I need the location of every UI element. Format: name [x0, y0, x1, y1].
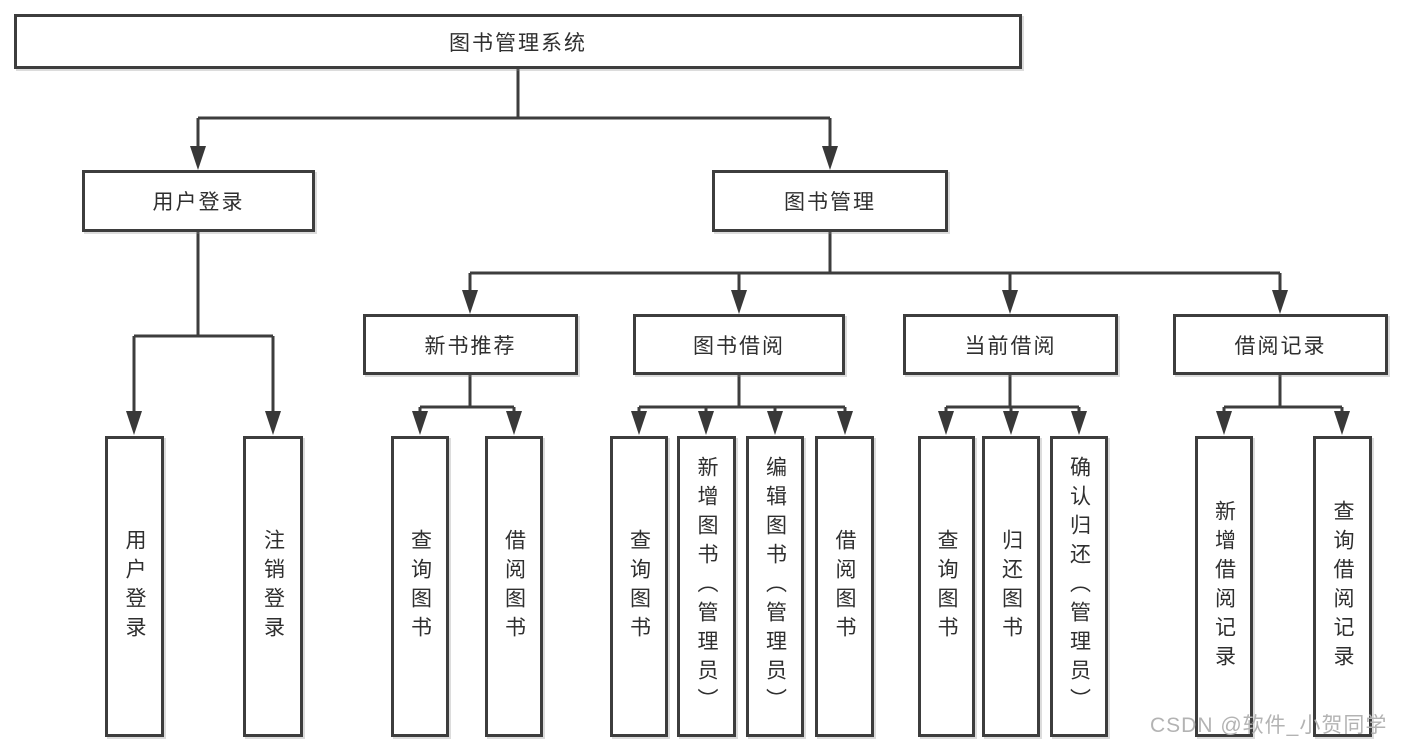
leaf-borrow-books: 借阅图书	[815, 436, 874, 737]
leaf-borrow-books-recommend: 借阅图书	[485, 436, 543, 737]
node-label: 查询图书	[627, 528, 651, 645]
node-label: 注销登录	[261, 528, 285, 645]
node-label: 查询图书	[408, 528, 432, 645]
leaf-add-book-admin: 新增图书（管理员）	[677, 436, 736, 737]
leaf-user-login: 用户登录	[105, 436, 164, 737]
node-label: 借阅图书	[833, 528, 856, 645]
leaf-logout: 注销登录	[243, 436, 303, 737]
leaf-edit-book-admin: 编辑图书（管理员）	[746, 436, 804, 737]
node-label: 借阅记录	[1234, 334, 1327, 358]
node-label: 当前借阅	[964, 334, 1057, 358]
node-label: 图书借阅	[693, 334, 785, 358]
node-current-borrowing: 当前借阅	[903, 314, 1118, 375]
node-label: 新增借阅记录	[1212, 499, 1236, 674]
node-user-login: 用户登录	[82, 170, 315, 232]
leaf-query-books-recommend: 查询图书	[391, 436, 449, 737]
leaf-confirm-return-admin: 确认归还（管理员）	[1050, 436, 1108, 737]
node-borrowing-records: 借阅记录	[1173, 314, 1388, 375]
node-label: 新增图书（管理员）	[695, 456, 718, 717]
node-book-management: 图书管理	[712, 170, 948, 232]
node-new-book-recommendation: 新书推荐	[363, 314, 578, 375]
node-label: 查询图书	[935, 528, 958, 645]
leaf-query-books-borrow: 查询图书	[610, 436, 668, 737]
node-label: 归还图书	[999, 528, 1023, 645]
node-label: 借阅图书	[502, 528, 526, 645]
csdn-watermark: CSDN @软件_小贺同学	[1150, 714, 1388, 737]
node-label: 用户登录	[123, 528, 146, 645]
node-book-borrowing: 图书借阅	[633, 314, 845, 375]
leaf-add-borrow-record: 新增借阅记录	[1195, 436, 1253, 737]
connector-segments	[132, 69, 1344, 413]
node-label: 图书管理	[784, 191, 876, 214]
node-label: 编辑图书（管理员）	[763, 456, 787, 717]
leaf-query-borrow-record: 查询借阅记录	[1313, 436, 1372, 737]
leaf-query-books-current: 查询图书	[918, 436, 975, 737]
node-label: 用户登录	[152, 191, 245, 214]
node-label: 图书管理系统	[449, 31, 587, 55]
node-label: 确认归还（管理员）	[1067, 456, 1091, 717]
node-label: 新书推荐	[424, 334, 517, 358]
node-library-management-system: 图书管理系统	[14, 14, 1022, 69]
arrowhead-icons	[126, 146, 1350, 435]
leaf-return-books: 归还图书	[982, 436, 1040, 737]
node-label: 查询借阅记录	[1331, 499, 1354, 674]
